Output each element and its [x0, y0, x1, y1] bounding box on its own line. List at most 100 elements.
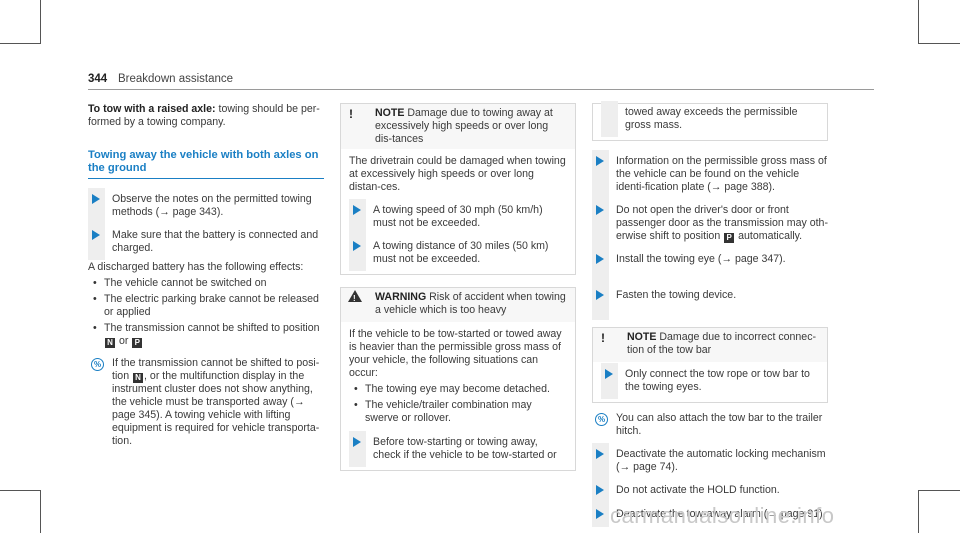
- step-text: A towing distance of 30 miles (50 km) mu…: [373, 240, 549, 265]
- subheading: Towing away the vehicle with both axles …: [88, 149, 324, 179]
- column-3: towed away exceeds the permissible gross…: [592, 101, 828, 527]
- step-text: Deactivate the tow-away alarm (→ page 91…: [616, 508, 826, 520]
- crop-mark: [40, 0, 41, 44]
- step: Only connect the tow rope or tow bar to …: [601, 363, 819, 399]
- arrow-icon: [353, 437, 361, 447]
- step: Fasten the towing device.: [592, 284, 828, 320]
- list-item: The vehicle cannot be switched on: [88, 277, 324, 290]
- warning-label: WARNING: [375, 291, 427, 303]
- intro-text: towing should be per-formed by a towing …: [88, 103, 320, 128]
- tip: % If the transmission cannot be shifted …: [88, 357, 324, 448]
- step: Observe the notes on the permitted towin…: [88, 188, 324, 224]
- note-label: NOTE: [375, 107, 405, 119]
- step: Make sure that the battery is connected …: [88, 224, 324, 260]
- note-box: ! NOTE Damage due to towing away at exce…: [340, 103, 576, 275]
- crop-mark: [918, 43, 960, 44]
- or-text: or: [118, 335, 129, 347]
- step-text: Only connect the tow rope or tow bar to …: [625, 368, 810, 393]
- step-text: Do not activate the HOLD function.: [616, 484, 780, 496]
- warning-text: If the vehicle to be tow-started or towe…: [349, 328, 562, 379]
- warning-title: Risk of accident when towing a vehicle w…: [375, 291, 566, 316]
- step: Deactivate the automatic locking mechani…: [592, 443, 828, 479]
- step: Deactivate the tow-away alarm (→ page 91…: [592, 503, 828, 527]
- info-icon: %: [595, 413, 608, 426]
- arrow-icon: [596, 254, 604, 264]
- gear-p-symbol: P: [724, 233, 735, 243]
- note-title: Damage due to incorrect connec-tion of t…: [627, 331, 817, 356]
- note-body: Only connect the tow rope or tow bar to …: [593, 362, 827, 402]
- tip-text-b: , or the multifunction display in the in…: [112, 370, 320, 447]
- crop-mark: [918, 490, 919, 533]
- step: Do not open the driver's door or front p…: [592, 199, 828, 248]
- list-item-text: The transmission cannot be shifted to po…: [104, 322, 320, 334]
- arrow-icon: [596, 449, 604, 459]
- discharged-text: A discharged battery has the following e…: [88, 261, 304, 273]
- step-text: towed away exceeds the permissible gross…: [625, 106, 798, 131]
- crop-mark: [918, 0, 919, 44]
- warning-box-continued: towed away exceeds the permissible gross…: [592, 101, 828, 141]
- arrow-icon: [92, 194, 100, 204]
- step: A towing distance of 30 miles (50 km) mu…: [349, 235, 567, 271]
- crop-mark: [0, 43, 40, 44]
- watermark: carmanualsonline.info: [610, 503, 835, 528]
- exclamation-icon: !: [349, 107, 353, 121]
- column-1: To tow with a raised axle: towing should…: [88, 103, 324, 448]
- info-icon: %: [91, 358, 104, 371]
- step-text: Fasten the towing device.: [616, 289, 737, 301]
- gear-p-symbol: P: [132, 338, 143, 348]
- arrow-icon: [596, 509, 604, 519]
- list-item: The vehicle/trailer combination may swer…: [349, 399, 567, 425]
- list-item: The electric parking brake cannot be rel…: [88, 293, 324, 319]
- note-text: The drivetrain could be damaged when tow…: [349, 155, 566, 193]
- intro-paragraph: To tow with a raised axle: towing should…: [88, 103, 324, 129]
- column-2: ! NOTE Damage due to towing away at exce…: [340, 103, 576, 471]
- crop-mark: [40, 490, 41, 533]
- warning-body: If the vehicle to be tow-started or towe…: [341, 322, 575, 470]
- step: towed away exceeds the permissible gross…: [601, 101, 819, 137]
- arrow-icon: [596, 156, 604, 166]
- step: Install the towing eye (→ page 347).: [592, 248, 828, 284]
- arrow-icon: [605, 369, 613, 379]
- step-text: Do not open the driver's door or front p…: [616, 204, 828, 243]
- arrow-icon: [596, 290, 604, 300]
- step: Before tow-starting or towing away, chec…: [349, 431, 567, 467]
- crop-mark: [918, 490, 960, 491]
- gear-n-symbol: N: [133, 373, 144, 383]
- tip-text: You can also attach the tow bar to the t…: [616, 412, 823, 437]
- step-text: Install the towing eye (→ page 347).: [616, 253, 786, 265]
- note-title: Damage due to towing away at excessively…: [375, 107, 553, 145]
- intro-bold: To tow with a raised axle:: [88, 103, 216, 115]
- note-header: ! NOTE Damage due to incorrect connec-ti…: [593, 328, 827, 362]
- step: Information on the permissible gross mas…: [592, 150, 828, 199]
- page-number: 344: [88, 73, 108, 85]
- step-text: Make sure that the battery is connected …: [112, 229, 319, 254]
- step-text: A towing speed of 30 mph (50 km/h) must …: [373, 204, 543, 229]
- step-text: Information on the permissible gross mas…: [616, 155, 827, 193]
- step-text: Deactivate the automatic locking mechani…: [616, 448, 826, 473]
- effects-list: The vehicle cannot be switched on The el…: [88, 277, 324, 348]
- note-label: NOTE: [627, 331, 657, 343]
- list-item: The transmission cannot be shifted to po…: [88, 322, 324, 348]
- page-header: 344 Breakdown assistance: [88, 72, 874, 90]
- warning-triangle-icon: !: [348, 290, 362, 303]
- gear-n-symbol: N: [105, 338, 115, 348]
- list-item: The towing eye may become detached.: [349, 383, 567, 396]
- tip: % You can also attach the tow bar to the…: [592, 412, 828, 438]
- note-header: ! NOTE Damage due to towing away at exce…: [341, 104, 575, 149]
- step: Do not activate the HOLD function.: [592, 479, 828, 503]
- crop-mark: [0, 490, 40, 491]
- warning-list: The towing eye may become detached. The …: [349, 383, 567, 425]
- note-box: ! NOTE Damage due to incorrect connec-ti…: [592, 327, 828, 403]
- arrow-icon: [92, 230, 100, 240]
- step-text-a: Do not open the driver's door or front p…: [616, 204, 828, 242]
- warning-box: ! WARNING Risk of accident when towing a…: [340, 287, 576, 471]
- step: A towing speed of 30 mph (50 km/h) must …: [349, 199, 567, 235]
- exclamation-icon: !: [601, 331, 605, 345]
- arrow-icon: [596, 205, 604, 215]
- tip-text-a: If the transmission cannot be shifted to…: [112, 357, 320, 382]
- note-body: The drivetrain could be damaged when tow…: [341, 149, 575, 274]
- arrow-icon: [353, 205, 361, 215]
- step-text-b: automatically.: [738, 230, 803, 242]
- warning-header: ! WARNING Risk of accident when towing a…: [341, 288, 575, 322]
- section-title: Breakdown assistance: [118, 73, 234, 85]
